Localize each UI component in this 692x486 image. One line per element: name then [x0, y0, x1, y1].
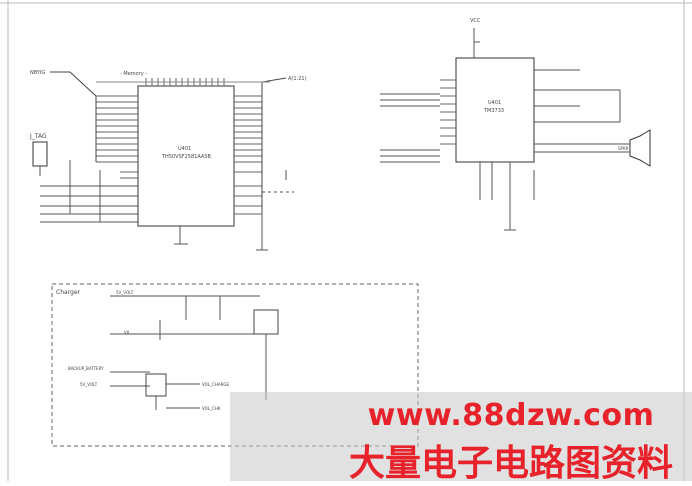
net-5v-volt: 5V_VOLT — [116, 290, 134, 295]
memory-label: - Memory - — [120, 71, 147, 77]
watermark-url: www.88dzw.com — [367, 398, 655, 433]
watermark-text: 大量电子电路图资料 — [348, 443, 673, 484]
net-vol-chk: VOL_CHK — [202, 406, 221, 411]
memory-chip-ref: U401 — [178, 146, 191, 152]
right-chip-ref: U401 — [488, 100, 501, 106]
charger-title: Charger — [56, 289, 81, 296]
net-nbyig: NBYIG — [30, 70, 45, 76]
watermark-band — [230, 392, 692, 481]
net-vol-charge: VOL_CHARGE — [202, 382, 229, 387]
right-chip-part: TM3733 — [483, 108, 504, 114]
jtag-label: J_TAG — [29, 133, 47, 140]
net-vil: VIL — [124, 330, 131, 335]
net-5v-volt-2: 5V_VOLT — [80, 382, 98, 387]
right-top-net: VCC — [470, 18, 481, 24]
speaker-label: SPKR — [618, 146, 629, 151]
memory-chip-part: TH50VSF2581AASB — [161, 154, 212, 160]
net-a21: A(1:21) — [288, 76, 307, 82]
net-backup-battery: BACKUP_BATTERY — [68, 366, 104, 371]
